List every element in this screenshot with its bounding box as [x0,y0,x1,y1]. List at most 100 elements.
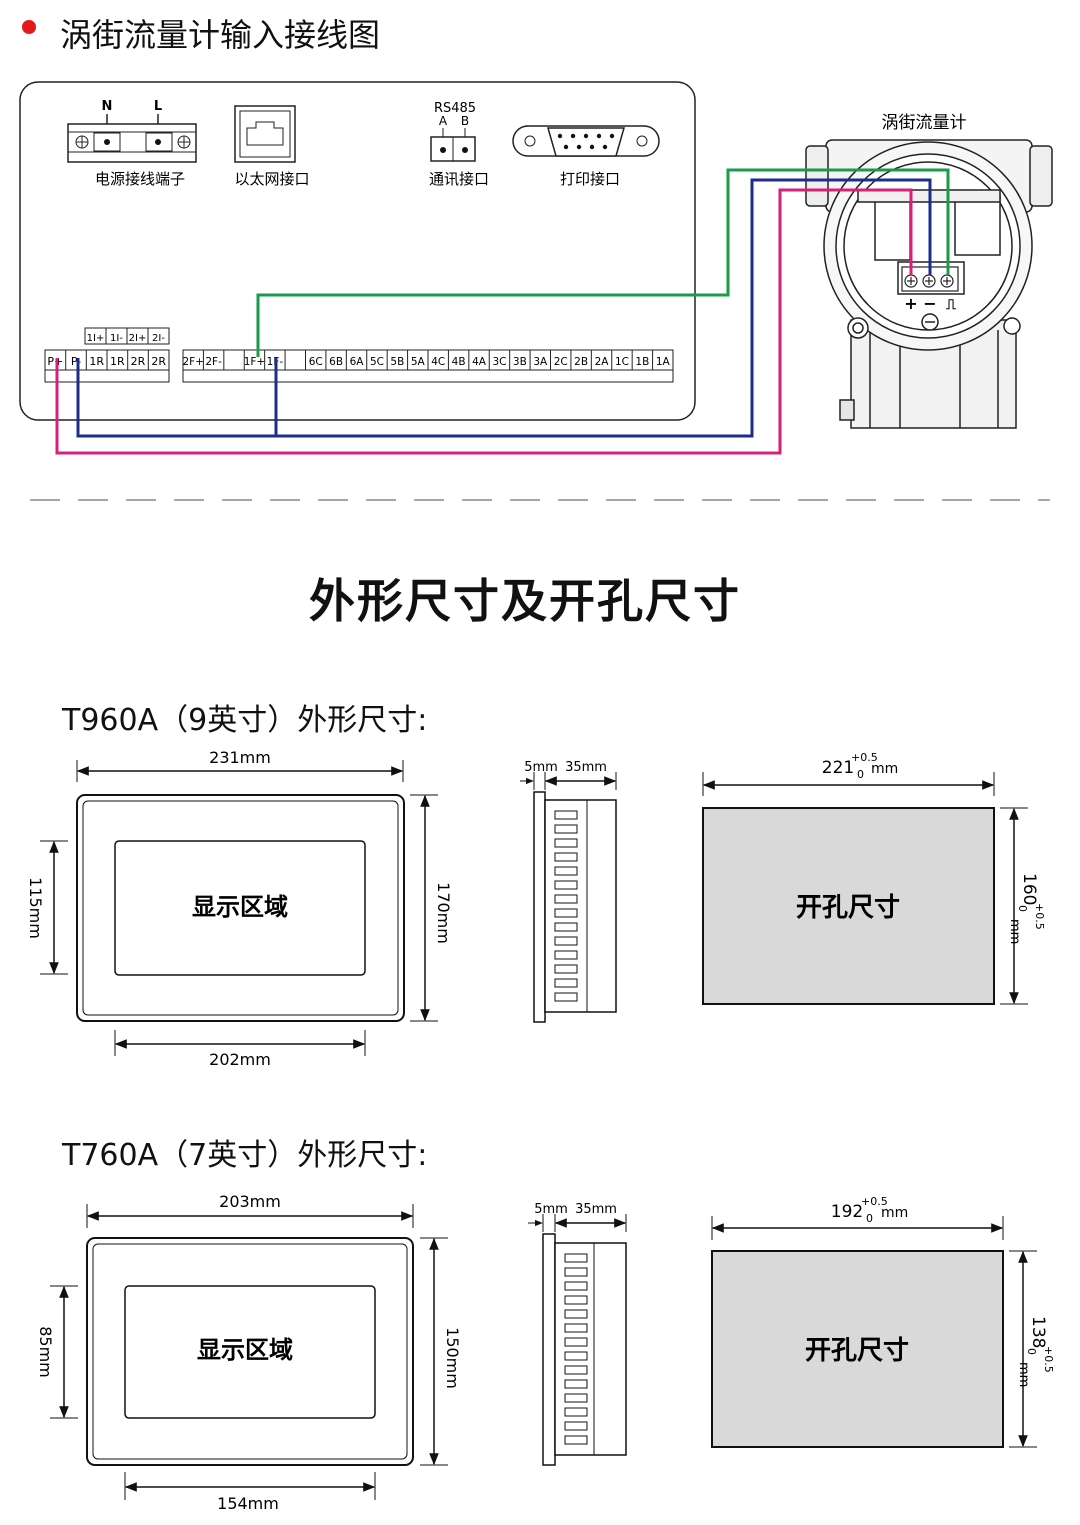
t760a-depth: 35mm [575,1202,617,1217]
t960a-screen-width: 202mm [209,1050,271,1069]
comm-port: RS485 A B 通讯接口 [429,101,489,188]
t760a-cut-width-unit: mm [881,1205,908,1221]
terminal-1r: 1R [89,355,104,368]
terminal-label: 1F+ [244,356,266,368]
terminal-label: 2I- [152,333,165,344]
flowmeter-plus-symbol: + [904,294,917,313]
power-terminal-block: N L 电源接线端子 [67,99,197,188]
terminal-2r: 2R [151,355,166,368]
flowmeter-pulse-symbol: ⎍ [946,297,956,313]
t960a-cut-width-unit: mm [871,761,898,777]
terminal-label: 6B [329,356,343,368]
t960a-screen-height: 115mm [26,877,45,939]
printer-port: 打印接口 [512,125,660,188]
t960a-cutout-label: 开孔尺寸 [796,893,900,923]
t960a-side-view: 5mm 35mm [520,760,617,1023]
vent-fin [554,880,578,890]
terminal-label: 5A [411,356,426,368]
t960a-height: 170mm [434,882,453,944]
wiring-title: 涡街流量计输入接线图 [60,16,381,54]
t760a-cut-height-tol-zero: 0 [1025,1348,1038,1355]
t760a-height: 150mm [443,1327,462,1389]
terminal-p-minus: P- [71,355,81,368]
t760a-cut-width: 192 [831,1202,863,1222]
terminal-2r: 2R [131,355,146,368]
t960a-cut-height-tol-plus: +0.5 [1033,903,1046,930]
terminal-label: 5B [390,356,404,368]
vent-fin [564,1309,588,1319]
t760a-cut-width-tol-zero: 0 [866,1212,873,1225]
power-l-label: L [154,99,162,114]
vent-fin [564,1295,588,1305]
vent-fin [554,950,578,960]
rs485-label: RS485 [434,101,476,116]
vent-fin [554,838,578,848]
t760a-side-view: 5mm 35mm [528,1202,627,1466]
t760a-title: T760A（7英寸）外形尺寸: [62,1138,428,1173]
vent-fin [564,1407,588,1417]
vent-fin [554,810,578,820]
vent-fin [564,1351,588,1361]
comm-label: 通讯接口 [429,170,489,188]
current-output-labels: 1I+ 1I- 2I+ 2I- [84,327,170,345]
vent-fin [564,1435,588,1445]
terminal-label: 2F- [205,356,222,368]
wiring-diagram: N L 电源接线端子 以太网接口 RS485 A B 通讯接口 [19,81,1053,455]
terminal-label: 4C [431,356,445,368]
terminal-label: 2C [554,356,568,368]
bullet-dot-icon [22,20,36,34]
t760a-display-label: 显示区域 [197,1336,293,1364]
terminal-label: 6A [350,356,365,368]
t960a-bezel: 5mm [524,760,558,775]
terminal-label: 3C [492,356,506,368]
blue-negative-wire [76,358,278,438]
t760a-vent-fins [564,1253,588,1445]
dimensions-title: 外形尺寸及开孔尺寸 [309,574,741,628]
magenta-positive-wire [55,188,913,455]
vent-fin [554,824,578,834]
ethernet-port: 以太网接口 [234,105,310,188]
printer-label: 打印接口 [560,170,620,188]
vent-fin [564,1379,588,1389]
terminal-label: 5C [370,356,384,368]
t760a-cutout-label: 开孔尺寸 [805,1336,909,1366]
vent-fin [554,852,578,862]
vent-fin [554,922,578,932]
vent-fin [564,1365,588,1375]
flowmeter-device [805,139,1053,429]
t760a-bezel: 5mm [534,1202,568,1217]
terminal-label: 3A [533,356,548,368]
terminal-label: 2B [574,356,588,368]
vent-fin [554,936,578,946]
vent-fin [554,992,578,1002]
blue-negative-wire [276,178,932,438]
terminal-label: 1A [656,356,671,368]
terminal-label: 1C [615,356,629,368]
t960a-cut-width-tol-zero: 0 [857,768,864,781]
left-terminal-strip: P+ P- 1R 1R 2R 2R [44,349,170,383]
t960a-cutout-view: 221 +0.5 0 mm 开孔尺寸 160 +0.5 0 mm [702,751,1046,1005]
terminal-label: 1I+ [87,333,105,344]
vent-fin [564,1281,588,1291]
terminal-label: 6C [309,356,323,368]
t760a-cut-height-unit: mm [1016,1362,1031,1387]
terminal-label: 3B [513,356,527,368]
vent-fin [554,908,578,918]
terminal-label: 2I+ [129,333,147,344]
power-terminal-label: 电源接线端子 [95,170,185,188]
vent-fin [564,1337,588,1347]
t760a-front-view: 203mm 显示区域 85mm 150mm 154mm [36,1192,462,1513]
t760a-screen-width: 154mm [217,1494,279,1513]
vent-fin [564,1393,588,1403]
green-signal-wire [256,168,950,357]
t960a-cut-width-tol-plus: +0.5 [851,751,878,764]
t960a-title: T960A（9英寸）外形尺寸: [62,703,428,738]
vent-fin [554,866,578,876]
terminal-p-plus: P+ [47,355,63,368]
t960a-cut-height: 160 [1019,873,1039,905]
instrument-rear-panel [19,81,696,421]
terminal-label: 4B [452,356,466,368]
t960a-cut-height-unit: mm [1007,919,1022,944]
t760a-cut-height: 138 [1028,1316,1048,1348]
